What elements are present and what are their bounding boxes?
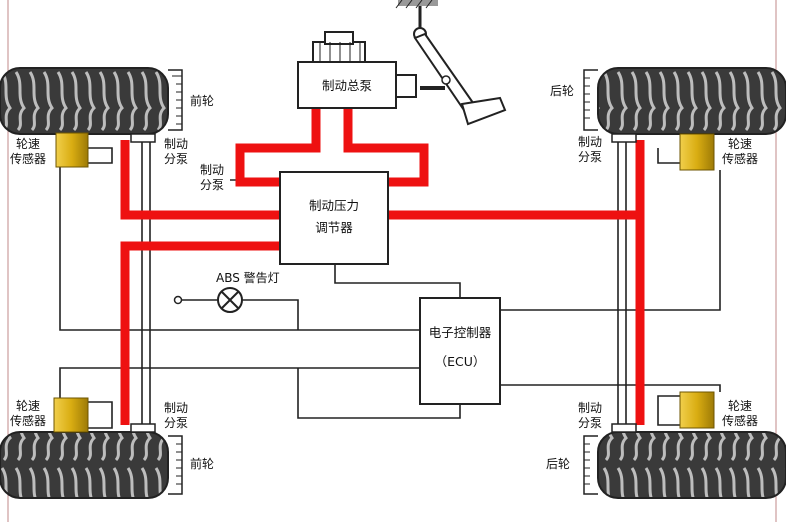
ecu-label-line2: （ECU） [435,354,486,369]
modulator-label-line1: 制动压力 [309,198,359,213]
sensor-rr-label-line1: 轮速 [728,399,752,413]
master-cylinder: 制动总泵 [297,31,417,109]
wheel-cyl-rl-line2: 分泵 [164,416,188,430]
signal-wires [59,86,721,429]
modulator-label-line2: 调节器 [315,220,353,235]
wheel-rl-label: 前轮 [190,456,214,471]
wheel-cyl-rl-line1: 制动 [164,401,188,415]
wheel-rear-left: 前轮 [0,423,214,499]
sensor-rl-label-line2: 传感器 [10,413,46,428]
sensor-front-left: 轮速 传感器 [10,132,89,168]
wheel-cyl-rr-line1: 制动 [578,401,602,415]
wheel-rear-right: 后轮 [546,423,786,499]
abs-lamp-label: ABS 警告灯 [216,270,280,285]
brake-lines [120,108,645,425]
ecu-label-line1: 电子控制器 [429,325,492,340]
wheel-cyl-fr-line2: 分泵 [578,150,602,164]
wheel-cyl-fr-line1: 制动 [578,135,602,149]
wheel-cyl-fl-line1: 制动 [164,137,188,151]
wheel-fr-label: 后轮 [550,84,574,98]
brake-pedal [395,0,507,126]
sensor-rr-label-line2: 传感器 [722,413,758,428]
wheel-front-right: 后轮 [550,67,786,143]
wheel-cyl-mod-line2: 分泵 [200,178,224,192]
warning-lamp-icon [217,287,243,313]
sensor-rear-left: 轮速 传感器 [10,397,89,433]
sensor-rear-right: 轮速 传感器 [679,391,758,429]
wheel-front-left: 前轮 [0,67,214,143]
sensor-fl-label-line2: 传感器 [10,151,46,166]
wheel-cyl-rr-line2: 分泵 [578,416,602,430]
ecu-box: 电子控制器 （ECU） [419,297,501,405]
sensor-fr-label-line1: 轮速 [728,137,752,151]
sensor-fl-label-line1: 轮速 [16,137,40,151]
sensor-rl-label-line1: 轮速 [16,399,40,413]
abs-warning-lamp: ABS 警告灯 [173,270,280,313]
wheel-cyl-fl-line2: 分泵 [164,152,188,166]
wheel-cyl-mod-line1: 制动 [200,163,224,177]
pressure-modulator: 制动压力 调节器 [279,171,389,265]
master-cylinder-label: 制动总泵 [322,78,372,93]
wheel-rr-label: 后轮 [546,457,570,471]
sensor-fr-label-line2: 传感器 [722,151,758,166]
wheel-fl-label: 前轮 [190,93,214,108]
sensor-front-right: 轮速 传感器 [679,133,758,171]
